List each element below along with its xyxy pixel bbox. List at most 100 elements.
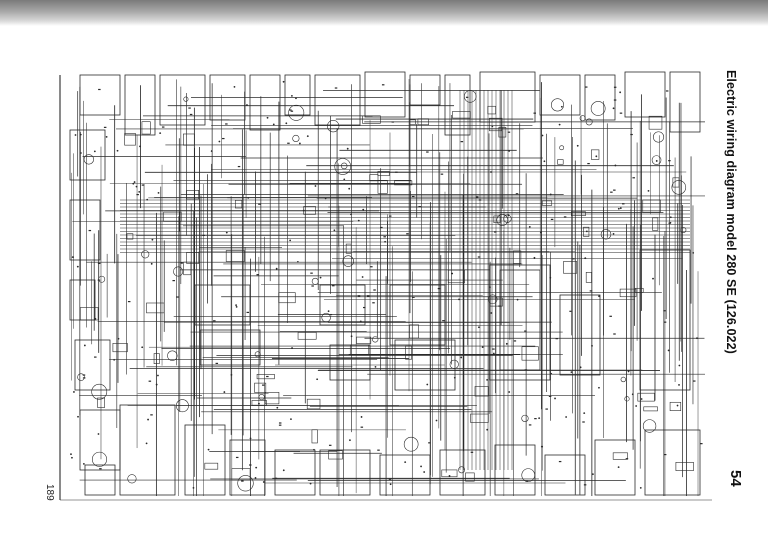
junction-dot [116, 149, 119, 152]
component-box [394, 339, 456, 391]
component-symbol [521, 468, 536, 482]
junction-dot [282, 469, 285, 472]
component-symbol [167, 350, 178, 361]
page-number: 189 [44, 484, 55, 501]
junction-dot [82, 462, 85, 465]
component-symbol [652, 131, 665, 143]
junction-dot [71, 456, 73, 459]
component-box [229, 439, 266, 496]
junction-dot [117, 337, 120, 340]
component-symbol [327, 120, 340, 133]
junction-dot [80, 152, 82, 154]
connector-block [513, 250, 522, 264]
connector-block [648, 115, 663, 130]
junction-dot [478, 326, 480, 329]
junction-dot [678, 384, 680, 386]
connector-block [465, 472, 475, 482]
junction-dot [635, 405, 638, 407]
junction-dot [97, 433, 100, 435]
component-symbol [458, 466, 466, 474]
connector-block [297, 332, 317, 340]
junction-dot [333, 229, 336, 232]
component-box [284, 74, 311, 116]
junction-dot [362, 208, 365, 211]
connector-block [264, 392, 280, 405]
junction-dot [692, 252, 695, 254]
junction-dot [348, 187, 351, 190]
connector-block [186, 252, 200, 264]
diagram-title: Electric wiring diagram model 280 SE (12… [724, 70, 738, 354]
junction-dot [291, 94, 293, 97]
component-symbol [340, 162, 348, 170]
component-symbol [372, 336, 379, 343]
connector-block [409, 119, 416, 125]
junction-dot [150, 262, 153, 265]
component-symbol [464, 90, 477, 103]
connector-block [231, 468, 251, 481]
junction-dot [435, 419, 438, 422]
junction-dot [540, 231, 542, 234]
junction-dot [486, 428, 489, 431]
junction-dot [448, 474, 451, 477]
junction-dot [460, 356, 463, 359]
connector-block [474, 386, 489, 397]
component-box [184, 424, 226, 496]
component-box [584, 74, 616, 121]
junction-dot [210, 150, 213, 152]
component-symbol [292, 134, 300, 143]
junction-dot [70, 453, 72, 456]
component-symbol [620, 376, 626, 383]
connector-block [349, 344, 370, 356]
connector-block [345, 243, 352, 254]
connector-block [141, 121, 151, 135]
junction-dot [225, 231, 228, 234]
junction-dot [74, 134, 77, 136]
junction-dot [583, 412, 586, 415]
component-box [479, 71, 536, 123]
junction-dot [627, 370, 630, 373]
junction-dot [262, 481, 265, 483]
junction-dot [490, 312, 493, 314]
junction-dot [291, 347, 293, 349]
junction-dot [135, 185, 138, 188]
component-symbol [141, 250, 150, 259]
junction-dot [276, 406, 279, 409]
junction-dot [302, 209, 305, 212]
component-symbol [487, 294, 498, 305]
component-box [249, 74, 281, 131]
component-box [379, 454, 431, 496]
junction-dot [147, 418, 149, 421]
component-box [539, 74, 581, 116]
junction-dot [533, 256, 536, 259]
junction-dot [538, 417, 541, 420]
component-symbol [551, 98, 565, 112]
component-symbol [600, 229, 612, 240]
junction-dot [316, 378, 319, 381]
connector-block [619, 288, 637, 298]
junction-dot [678, 364, 681, 367]
junction-dot [619, 207, 622, 210]
component-box [639, 249, 691, 391]
component-symbol [77, 373, 85, 381]
connector-block [126, 233, 134, 240]
junction-dot [157, 374, 159, 377]
junction-dot [289, 239, 292, 242]
junction-dot [490, 171, 492, 173]
junction-dot [481, 346, 484, 349]
junction-dot [549, 276, 552, 279]
connector-block [642, 199, 661, 213]
connector-block [278, 292, 296, 304]
junction-dot [453, 376, 456, 379]
junction-dot [77, 415, 79, 418]
junction-dot [585, 230, 588, 233]
component-box [439, 449, 486, 496]
junction-dot [374, 365, 377, 368]
connector-block [452, 111, 471, 119]
connector-block [557, 159, 564, 165]
junction-dot [591, 344, 593, 347]
connector-block [417, 118, 429, 126]
junction-dot [492, 352, 495, 355]
component-symbol [91, 383, 108, 400]
junction-dot [389, 483, 392, 486]
connector-block [643, 406, 658, 412]
